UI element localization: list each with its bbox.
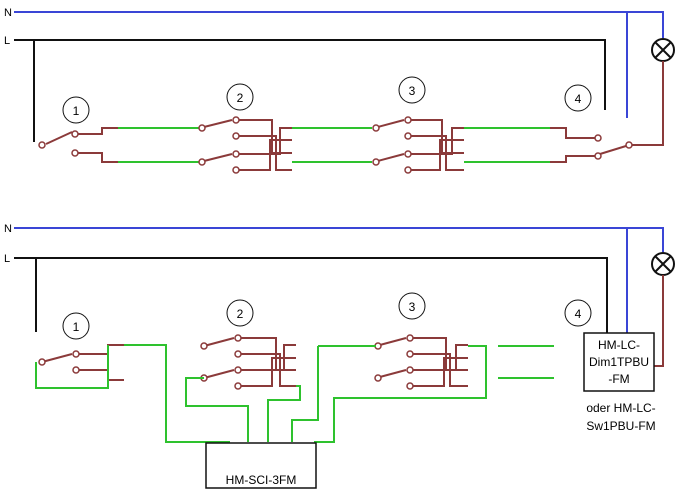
bottom-s1-common-green: [35, 345, 109, 389]
bottom-switch-1-badge: [62, 312, 90, 340]
bottom-s2-green-b: [267, 385, 301, 442]
top-neutral-wire: [14, 11, 664, 38]
bottom-s1-green: [124, 344, 230, 443]
actuator-label-line-3: -FM: [608, 372, 629, 386]
bottom-switch-4-badge: [564, 299, 592, 327]
top-live-wire: [14, 39, 606, 110]
top-circuit: N L 1 2: [4, 7, 675, 174]
bottom-switch-3: 3: [374, 292, 468, 390]
bottom-s3-green-b: [314, 345, 487, 443]
bottom-neutral-wire: [14, 227, 664, 252]
bottom-lamp-icon: [651, 252, 675, 276]
bottom-switch-3-badge: [398, 292, 426, 320]
top-switch-2-badge: [226, 83, 254, 111]
sci-module-label: HM-SCI-3FM: [226, 473, 297, 487]
bottom-s2-green-a: [185, 377, 249, 442]
top-switch-1: 1: [38, 96, 118, 163]
top-switch-1-number: 1: [73, 104, 80, 118]
top-live-label: L: [4, 35, 10, 47]
bottom-live-label: L: [4, 253, 10, 265]
actuator-label-line-1: HM-LC-: [598, 338, 640, 352]
actuator-label-line-2: Dim1TPBU: [589, 355, 649, 369]
bottom-live-wire: [14, 257, 608, 336]
top-switch-2: 2: [198, 83, 292, 174]
bottom-switch-1-number: 1: [73, 320, 80, 334]
bottom-circuit: N L 1 2: [4, 223, 675, 489]
top-switch-1-badge: [62, 96, 90, 124]
top-lamp-icon: [651, 38, 675, 62]
bottom-switch-2-number: 2: [237, 307, 244, 321]
top-neutral-label: N: [4, 7, 12, 19]
bottom-lamp-return: [654, 275, 664, 367]
top-switch-3-number: 3: [409, 84, 416, 98]
alternative-label-line-1: oder HM-LC-: [586, 401, 655, 415]
top-switch-3-badge: [398, 76, 426, 104]
bottom-switch-4-number: 4: [575, 307, 582, 321]
sci-module-box: [205, 442, 317, 489]
bottom-switch-1: 1: [38, 312, 124, 381]
bottom-switch-2-badge: [226, 299, 254, 327]
alternative-label-line-2: Sw1PBU-FM: [586, 419, 655, 433]
actuator-box: [583, 332, 655, 392]
bottom-switch-2: 2: [200, 299, 296, 390]
top-switch-3: 3: [372, 76, 464, 174]
top-switch-4-badge: [564, 84, 592, 112]
top-switch-2-number: 2: [237, 91, 244, 105]
top-lamp-return: [630, 61, 664, 146]
top-switch-4-number: 4: [575, 92, 582, 106]
bottom-neutral-label: N: [4, 223, 12, 235]
bottom-switch-3-number: 3: [409, 300, 416, 314]
bottom-s3-green-a: [291, 346, 319, 442]
top-switch-4: 4: [550, 84, 633, 163]
